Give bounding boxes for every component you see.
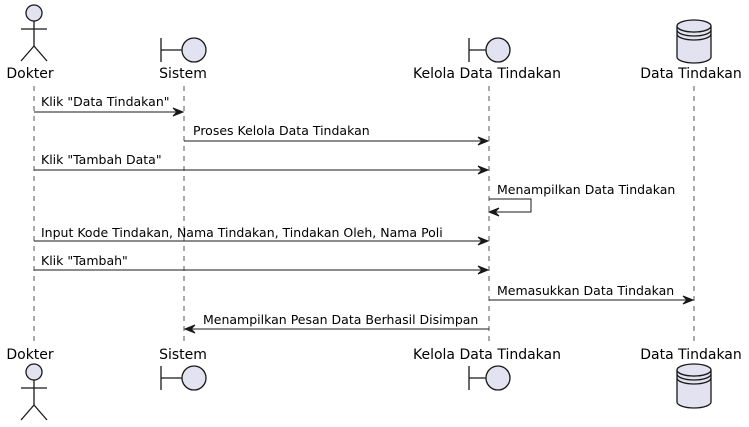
- actor-icon: [20, 363, 48, 421]
- boundary-icon: [160, 365, 207, 391]
- participant-label: Data Tindakan: [640, 347, 742, 363]
- participant-sistem-top: Sistem: [159, 37, 207, 82]
- message-3: Klik "Tambah Data": [34, 152, 490, 175]
- message-8: Menampilkan Pesan Data Berhasil Disimpan: [183, 312, 489, 334]
- participant-label: Dokter: [6, 347, 54, 363]
- message-label: Memasukkan Data Tindakan: [497, 283, 674, 298]
- message-2: Proses Kelola Data Tindakan: [184, 123, 490, 146]
- boundary-icon: [160, 37, 207, 63]
- boundary-icon: [468, 37, 511, 63]
- message-4-self: Menampilkan Data Tindakan: [487, 182, 675, 217]
- message-label: Klik "Tambah Data": [41, 152, 162, 167]
- message-label: Menampilkan Pesan Data Berhasil Disimpan: [203, 312, 478, 327]
- participant-label: Sistem: [159, 66, 207, 82]
- arrowhead-icon: [183, 324, 196, 334]
- participant-label: Kelola Data Tindakan: [413, 66, 561, 82]
- arrowhead-icon: [172, 107, 185, 117]
- message-label: Proses Kelola Data Tindakan: [193, 123, 370, 138]
- participant-dokter-top: Dokter: [6, 4, 54, 82]
- message-6: Klik "Tambah": [34, 253, 490, 275]
- participant-data-tindakan-top: Data Tindakan: [640, 19, 742, 82]
- participant-kelola-top: Kelola Data Tindakan: [413, 37, 561, 82]
- message-label: Menampilkan Data Tindakan: [497, 182, 675, 197]
- arrowhead-icon: [477, 165, 490, 175]
- arrowhead-icon: [487, 207, 500, 217]
- message-1: Klik "Data Tindakan": [34, 94, 185, 117]
- participant-label: Kelola Data Tindakan: [413, 347, 561, 363]
- boundary-icon: [468, 365, 511, 391]
- message-label: Input Kode Tindakan, Nama Tindakan, Tind…: [41, 225, 443, 240]
- participant-kelola-bottom: Kelola Data Tindakan: [413, 347, 561, 391]
- participant-label: Dokter: [6, 66, 54, 82]
- database-icon: [676, 363, 712, 409]
- participant-label: Data Tindakan: [640, 66, 742, 82]
- participant-label: Sistem: [159, 347, 207, 363]
- arrowhead-icon: [682, 295, 695, 305]
- participant-data-tindakan-bottom: Data Tindakan: [640, 347, 742, 409]
- message-7: Memasukkan Data Tindakan: [489, 283, 695, 305]
- message-5: Input Kode Tindakan, Nama Tindakan, Tind…: [34, 225, 490, 246]
- message-label: Klik "Data Tindakan": [41, 94, 170, 109]
- database-icon: [676, 19, 712, 64]
- arrowhead-icon: [477, 236, 490, 246]
- arrowhead-icon: [477, 136, 490, 146]
- actor-icon: [20, 4, 48, 62]
- arrowhead-icon: [477, 265, 490, 275]
- message-label: Klik "Tambah": [41, 253, 128, 268]
- participant-dokter-bottom: Dokter: [6, 347, 54, 421]
- participant-sistem-bottom: Sistem: [159, 347, 207, 391]
